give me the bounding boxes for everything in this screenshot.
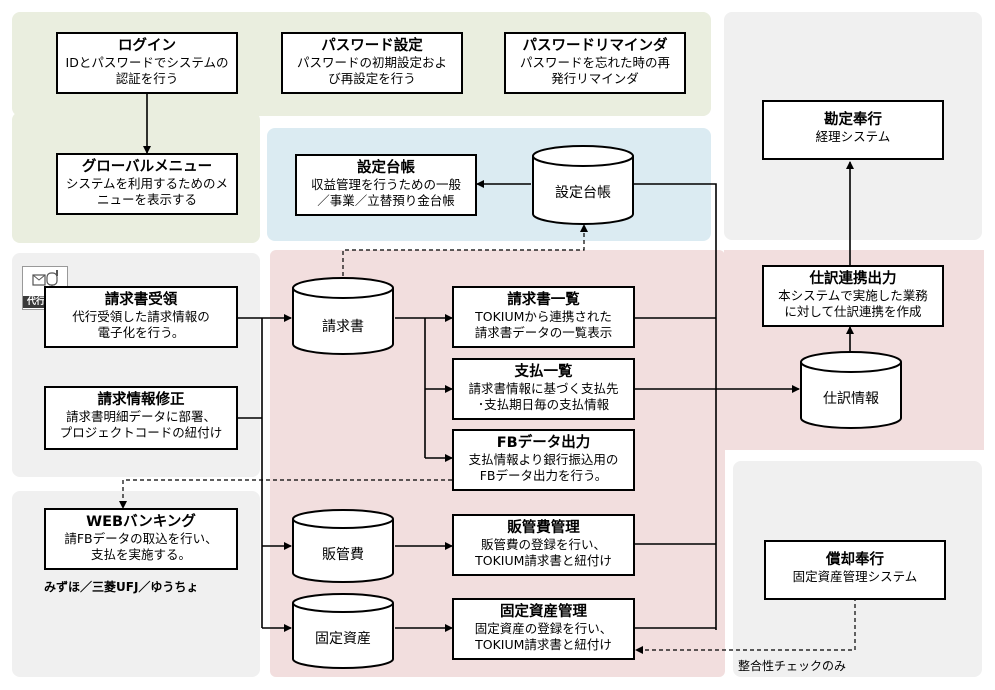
global-menu-title: グローバルメニュー (81, 159, 213, 175)
invoice-receipt-box: 請求書受領 代行受領した請求情報の 電子化を行う。 (44, 286, 238, 348)
fb-output-desc-1: 支払情報より銀行振込用の (468, 452, 619, 467)
login-title: ログイン (118, 38, 176, 54)
journal-output-box: 仕訳連携出力 本システムで実施した業務 に対して仕訳連携を作成 (762, 265, 944, 327)
kanjo-bugyo-box: 勘定奉行 経理システム (762, 100, 944, 160)
invoice-db-label: 請求書 (322, 319, 364, 335)
web-banking-desc-1: 請FBデータの取込を行い、 (64, 531, 218, 546)
invoice-correction-title: 請求情報修正 (97, 392, 185, 408)
shokyaku-bugyo-desc: 固定資産管理システム (792, 569, 918, 584)
database-icon (292, 593, 394, 669)
password-reminder-box: パスワードリマインダ パスワードを忘れた時の再 発行リマインダ (504, 32, 686, 94)
shokyaku-bugyo-box: 償却奉行 固定資産管理システム (764, 540, 946, 600)
journal-db-label: 仕訳情報 (823, 391, 879, 407)
settings-ledger-desc-1: 収益管理を行うための一般 (310, 177, 461, 192)
fixed-asset-mgmt-desc-2: TOKIUM請求書と紐付け (475, 637, 612, 652)
kanjo-bugyo-desc: 経理システム (815, 129, 891, 144)
invoice-list-box: 請求書一覧 TOKIUMから連携された 請求書データの一覧表示 (452, 286, 635, 348)
password-setting-box: パスワード設定 パスワードの初期設定およ び再設定を行う (281, 32, 463, 94)
payment-list-box: 支払一覧 請求書情報に基づく支払先 ･支払期日毎の支払情報 (452, 358, 635, 420)
sga-mgmt-desc-1: 販管費の登録を行い、 (480, 537, 606, 552)
payment-list-desc-1: 請求書情報に基づく支払先 (468, 381, 619, 396)
global-menu-desc-2: ニューを表示する (96, 192, 197, 207)
settings-ledger-title: 設定台帳 (357, 160, 415, 176)
global-menu-box: グローバルメニュー システムを利用するためのメ ニューを表示する (56, 153, 238, 215)
login-desc-1: IDとパスワードでシステムの (65, 55, 229, 70)
web-banking-desc-2: 支払を実施する。 (90, 547, 191, 562)
database-icon (292, 277, 394, 355)
invoice-db-cylinder: 請求書 (291, 276, 395, 356)
invoice-receipt-desc-1: 代行受領した請求情報の (72, 309, 210, 324)
fixed-asset-mgmt-title: 固定資産管理 (500, 604, 587, 620)
consistency-note: 整合性チェックのみ (738, 659, 847, 673)
invoice-receipt-title: 請求書受領 (104, 292, 178, 308)
sga-db-cylinder: 販管費 (291, 508, 395, 584)
login-box: ログイン IDとパスワードでシステムの 認証を行う (56, 32, 238, 94)
fixed-asset-mgmt-box: 固定資産管理 固定資産の登録を行い、 TOKIUM請求書と紐付け (452, 598, 635, 660)
fb-output-box: FBデータ出力 支払情報より銀行振込用の FBデータ出力を行う。 (452, 429, 635, 491)
password-reminder-desc-1: パスワードを忘れた時の再 (519, 55, 670, 70)
sga-mgmt-title: 販管費管理 (507, 520, 580, 536)
fb-output-desc-2: FBデータ出力を行う。 (479, 468, 608, 483)
journal-output-title: 仕訳連携出力 (809, 271, 897, 287)
web-banking-title: WEBバンキング (86, 514, 196, 530)
kanjo-bugyo-title: 勘定奉行 (824, 112, 882, 128)
database-icon (800, 351, 902, 429)
web-banking-box: WEBバンキング 請FBデータの取込を行い、 支払を実施する。 (44, 508, 238, 570)
banks-note: みずほ／三菱UFJ／ゆうちょ (44, 580, 199, 594)
invoice-receipt-desc-2: 電子化を行う。 (97, 325, 185, 340)
invoice-correction-desc-1: 請求書明細データに部署、 (65, 409, 216, 424)
invoice-list-desc-2: 請求書データの一覧表示 (474, 325, 613, 340)
database-icon (292, 509, 394, 583)
fixed-asset-db-cylinder: 固定資産 (291, 592, 395, 670)
shokyaku-bugyo-title: 償却奉行 (826, 552, 884, 568)
journal-output-desc-1: 本システムで実施した業務 (778, 288, 928, 303)
invoice-correction-box: 請求情報修正 請求書明細データに部署、 プロジェクトコードの紐付け (44, 386, 238, 450)
fixed-asset-mgmt-desc-1: 固定資産の登録を行い、 (474, 621, 613, 636)
invoice-correction-desc-2: プロジェクトコードの紐付け (59, 425, 223, 440)
settings-db-cylinder: 設定台帳 (531, 144, 635, 226)
settings-ledger-box: 設定台帳 収益管理を行うための一般 ／事業／立替預り金台帳 (295, 154, 477, 216)
global-menu-desc-1: システムを利用するためのメ (65, 176, 229, 191)
sga-db-label: 販管費 (322, 547, 364, 563)
journal-db-cylinder: 仕訳情報 (799, 350, 903, 430)
password-reminder-desc-2: 発行リマインダ (551, 71, 639, 86)
invoice-list-title: 請求書一覧 (507, 292, 580, 308)
database-icon (532, 145, 634, 225)
mailbox-icon (32, 270, 58, 292)
sga-mgmt-desc-2: TOKIUM請求書と紐付け (475, 553, 612, 568)
login-desc-2: 認証を行う (115, 71, 179, 86)
invoice-list-desc-1: TOKIUMから連携された (475, 309, 612, 324)
payment-list-desc-2: ･支払期日毎の支払情報 (477, 397, 610, 412)
journal-output-desc-2: に対して仕訳連携を作成 (784, 304, 922, 319)
sga-mgmt-box: 販管費管理 販管費の登録を行い、 TOKIUM請求書と紐付け (452, 514, 635, 576)
password-reminder-title: パスワードリマインダ (522, 38, 668, 54)
password-setting-desc-2: び再設定を行う (328, 71, 416, 86)
settings-db-label: 設定台帳 (555, 185, 611, 201)
password-setting-title: パスワード設定 (321, 38, 423, 54)
settings-ledger-desc-2: ／事業／立替預り金台帳 (317, 193, 455, 208)
payment-list-title: 支払一覧 (514, 364, 573, 380)
fb-output-title: FBデータ出力 (496, 435, 591, 451)
fixed-asset-db-label: 固定資産 (315, 631, 371, 647)
password-setting-desc-1: パスワードの初期設定およ (296, 55, 447, 70)
